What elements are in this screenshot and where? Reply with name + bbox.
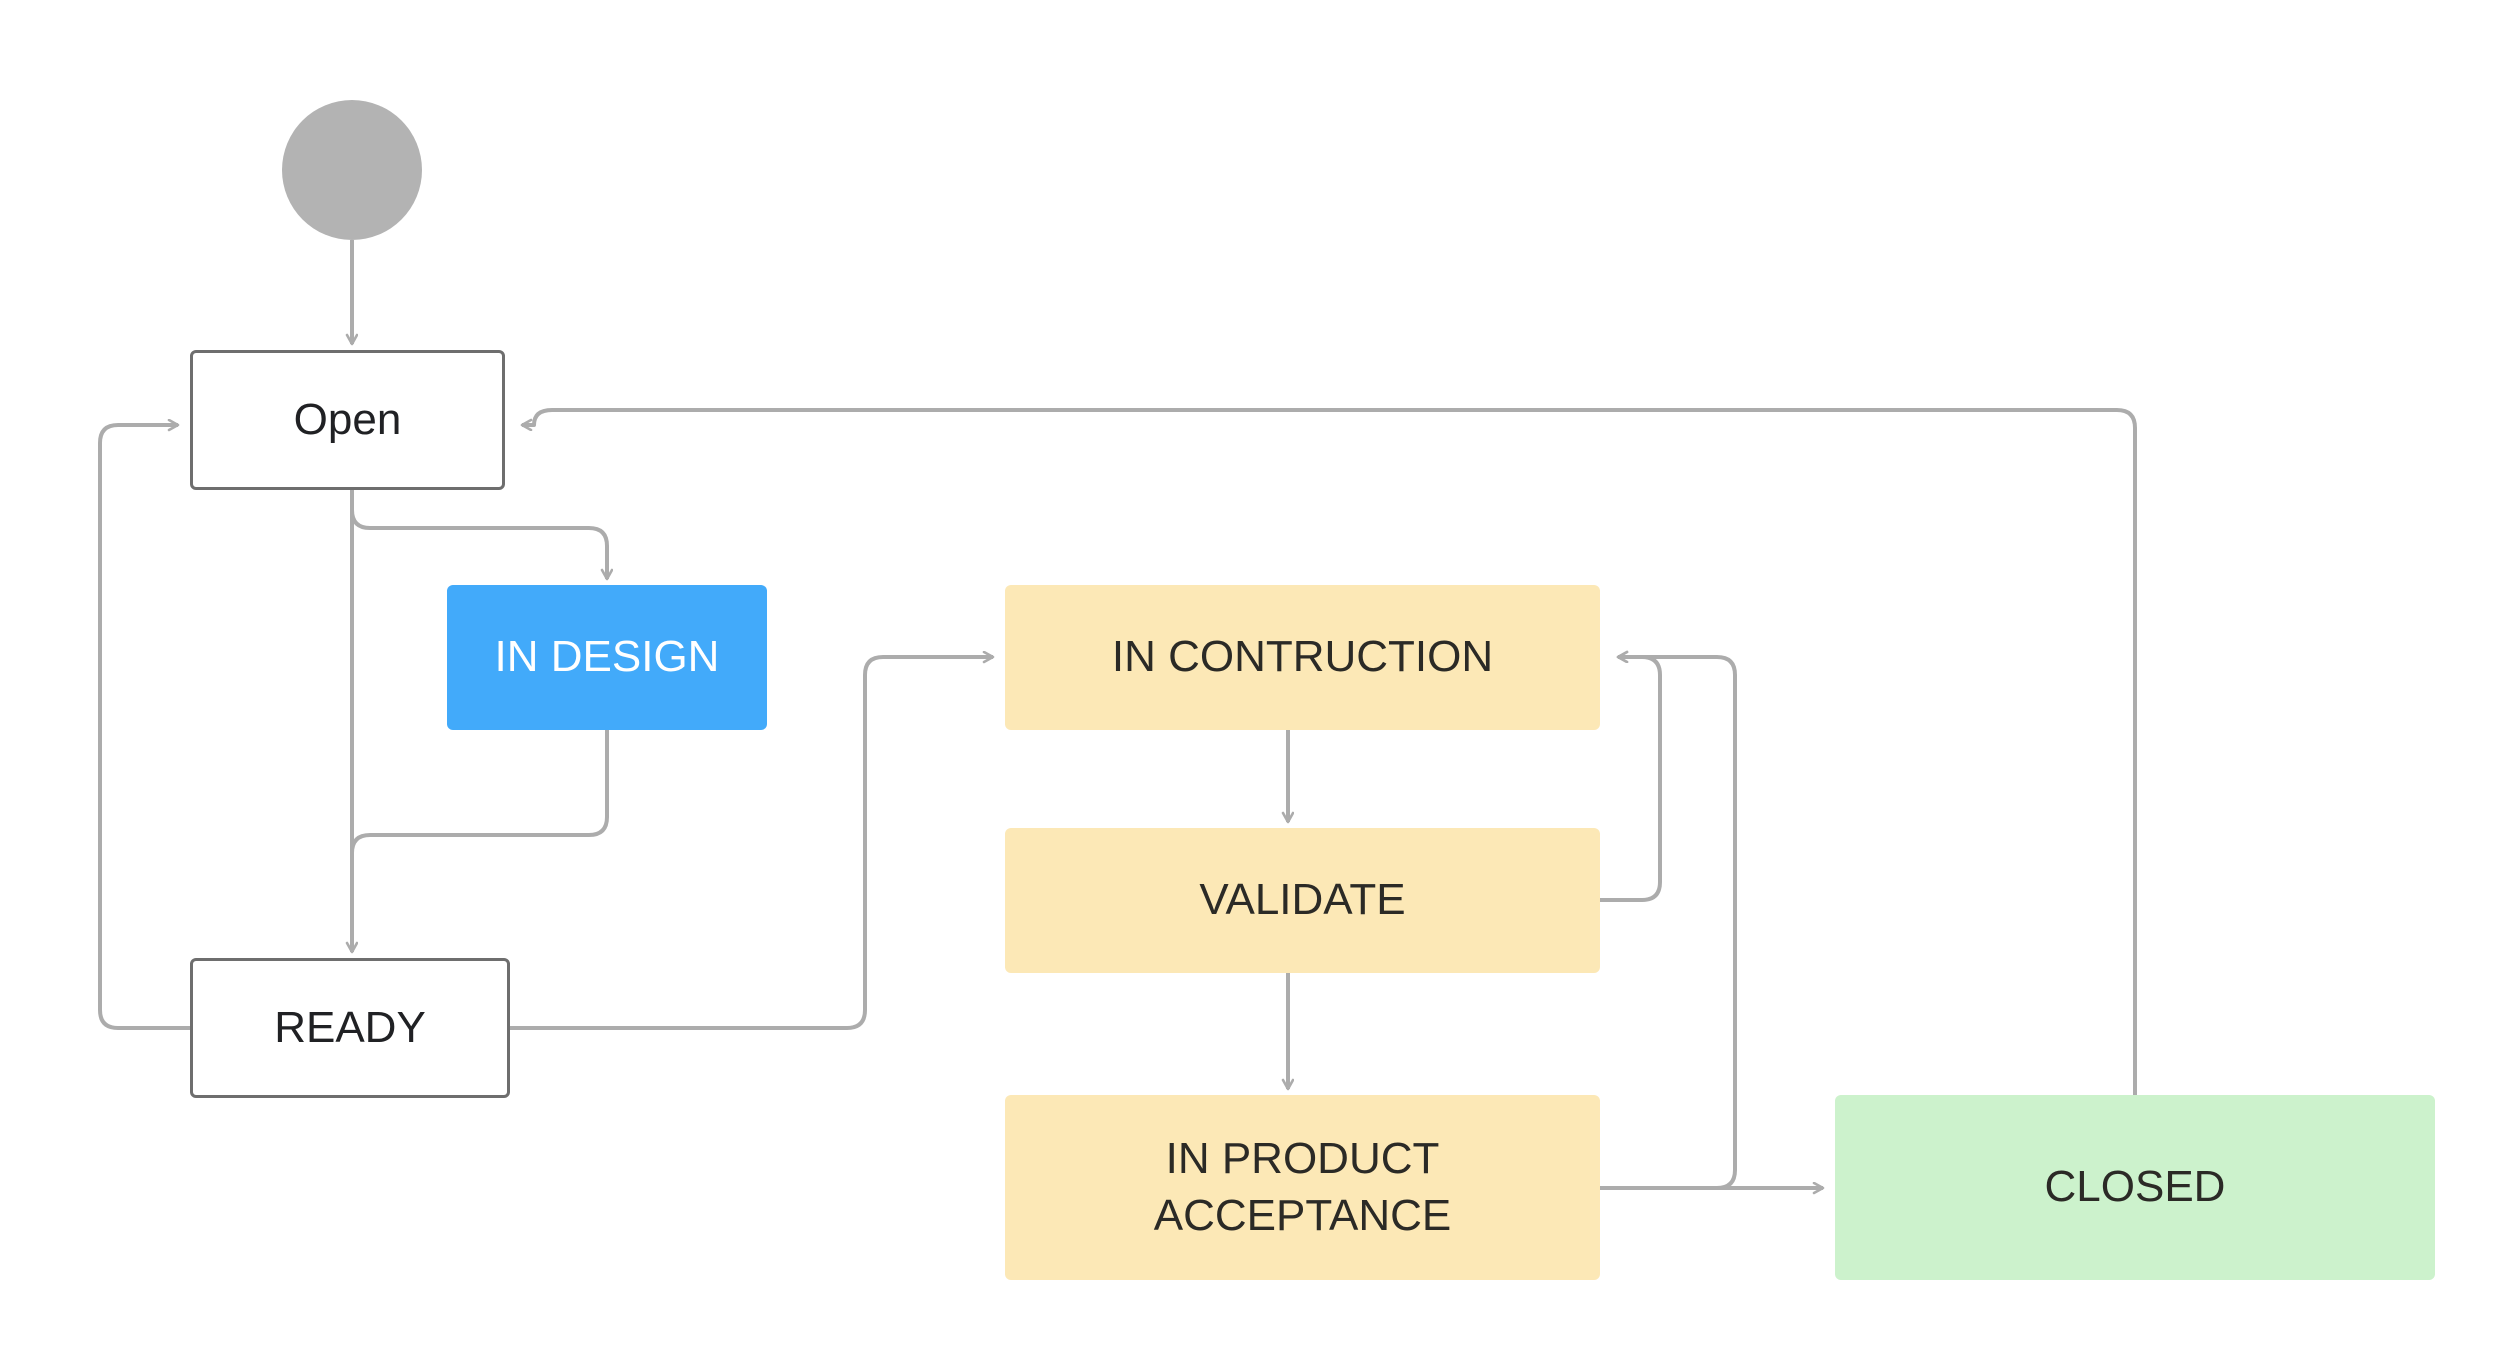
- edge-open-to-in-design[interactable]: [350, 490, 607, 579]
- state-node-validate[interactable]: VALIDATE: [1005, 828, 1600, 973]
- state-node-label-validate: VALIDATE: [1199, 875, 1406, 925]
- state-node-label-in-contruction: IN CONTRUCTION: [1111, 632, 1494, 682]
- state-node-open[interactable]: Open: [190, 350, 505, 490]
- state-node-in-product-acceptance[interactable]: IN PRODUCT ACCEPTANCE: [1005, 1095, 1600, 1280]
- state-node-label-in-product-acceptance: IN PRODUCT ACCEPTANCE: [1153, 1134, 1452, 1240]
- state-node-closed[interactable]: CLOSED: [1835, 1095, 2435, 1280]
- state-node-label-in-design: IN DESIGN: [494, 632, 720, 682]
- edge-ready-to-open[interactable]: [98, 425, 190, 1030]
- state-node-ready[interactable]: READY: [190, 958, 510, 1098]
- edge-validate-to-contruction[interactable]: [1600, 657, 1662, 902]
- edge-paths: [98, 240, 2137, 1190]
- start-state-node[interactable]: [282, 100, 422, 240]
- state-node-label-open: Open: [293, 394, 402, 444]
- state-node-label-ready: READY: [274, 1002, 426, 1052]
- state-node-in-design[interactable]: IN DESIGN: [447, 585, 767, 730]
- edge-closed-to-open[interactable]: [522, 408, 2137, 1095]
- edge-acceptance-to-contruction[interactable]: [1600, 657, 1737, 1190]
- state-node-label-closed: CLOSED: [2044, 1162, 2226, 1212]
- state-node-in-contruction[interactable]: IN CONTRUCTION: [1005, 585, 1600, 730]
- edge-in-design-to-ready[interactable]: [350, 730, 609, 880]
- edge-ready-to-contruction[interactable]: [510, 657, 993, 1030]
